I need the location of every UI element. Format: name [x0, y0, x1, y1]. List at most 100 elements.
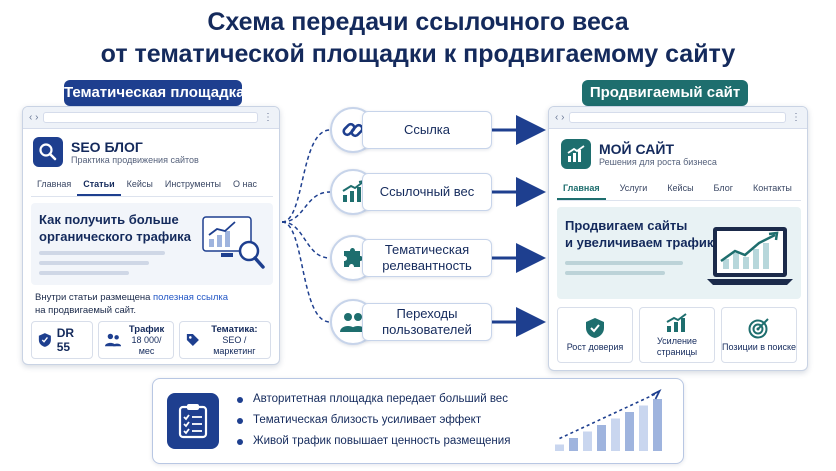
benefit-card-positions: Позиции в поиске [721, 307, 797, 363]
target-hero-title-line-1: Продвигаем сайты [565, 218, 688, 233]
topic-label: Тематика: [211, 323, 258, 335]
trend-bar [555, 444, 564, 451]
laptop-growth-icon [707, 227, 793, 285]
target-benefit-cards: Рост доверия Усиление страницы Позиции в… [557, 307, 797, 363]
shield-icon [586, 318, 604, 338]
trend-bar [639, 405, 648, 451]
checklist-icon [167, 393, 219, 449]
text-placeholder-line [39, 271, 129, 275]
menu-icon: ⋮ [263, 112, 273, 123]
domain-rating-value: DR 55 [56, 326, 75, 354]
browser-bar: ‹ › ⋮ [549, 107, 807, 129]
title-line-2: от тематической площадки к продвигаемому… [100, 40, 736, 68]
benefit-card-trust: Рост доверия [557, 307, 633, 363]
trend-arrow-head [651, 388, 662, 400]
shield-icon [38, 333, 51, 347]
target-site-label: Продвигаемый сайт [582, 80, 748, 106]
target-nav-tabs: Главная Услуги Кейсы Блог Контакты [557, 179, 801, 201]
source-brand-subtitle: Практика продвижения сайтов [71, 154, 199, 165]
target-hero-title: Продвигаем сайты и увеличиваем трафик [565, 217, 713, 251]
growth-trend-graphic [555, 388, 662, 451]
branch-line-4 [281, 221, 331, 323]
text-placeholder-line [565, 261, 683, 265]
trend-bar [653, 399, 662, 451]
text-placeholder-line [39, 261, 149, 265]
topic-card: Тематика:SEO / маркетинг [179, 321, 271, 359]
back-forward-icon: ‹ › [555, 111, 565, 123]
tab-blog[interactable]: Блог [713, 183, 733, 193]
summary-bullet: Живой трафик повышает ценность размещени… [235, 431, 510, 452]
back-forward-icon: ‹ › [29, 111, 39, 123]
tab-home[interactable]: Главная [557, 179, 606, 200]
article-hero: Как получить больше органического трафик… [31, 203, 273, 285]
benefit-card-page-strength: Усиление страницы [639, 307, 715, 363]
target-brand-subtitle: Решения для роста бизнеса [599, 156, 717, 167]
branch-line-1 [281, 129, 331, 223]
branch-line-2 [281, 191, 331, 223]
search-icon [33, 137, 63, 167]
title-line-1: Схема передачи ссылочного веса [207, 8, 629, 36]
target-brand: МОЙ САЙТ Решения для роста бизнеса [561, 139, 717, 169]
users-icon [105, 333, 122, 347]
source-brand: SEO БЛОГ Практика продвижения сайтов [33, 137, 199, 167]
tab-cases[interactable]: Кейсы [126, 179, 153, 189]
tab-about[interactable]: О нас [233, 179, 258, 189]
tab-tools[interactable]: Инструменты [164, 179, 222, 189]
growth-chart-icon [666, 312, 687, 332]
target-hero-title-line-2: и увеличиваем трафик [565, 235, 714, 250]
trend-bar [597, 425, 606, 451]
address-bar [43, 112, 258, 123]
trend-line [559, 392, 658, 440]
tab-services[interactable]: Услуги [619, 183, 648, 193]
tab-articles[interactable]: Статьи [77, 175, 121, 196]
target-hero: Продвигаем сайты и увеличиваем трафик [557, 207, 801, 299]
target-icon [748, 318, 769, 339]
trend-bar [611, 418, 620, 451]
trend-bar [569, 438, 578, 451]
benefit-label: Рост доверия [566, 342, 624, 352]
post-text-end: на продвигаемый сайт. [35, 305, 136, 316]
tag-icon [186, 333, 199, 347]
article-title: Как получить больше органического трафик… [39, 211, 191, 245]
text-placeholder-line [39, 251, 165, 255]
benefit-label: Позиции в поиске [722, 342, 796, 352]
topic-text: Тематика:SEO / маркетинг [205, 324, 264, 357]
article-body-text: Внутри статьи размещена полезная ссылка … [35, 291, 275, 317]
diagram-title: Схема передачи ссылочного веса от темати… [0, 6, 836, 70]
flow-step-relevance: Тематическая релевантность [362, 239, 492, 277]
embedded-link[interactable]: полезная ссылка [153, 292, 229, 303]
summary-bullet: Авторитетная площадка передает больший в… [235, 389, 510, 410]
source-site-window: ‹ › ⋮ SEO БЛОГ Практика продвижения сайт… [22, 106, 280, 365]
text-placeholder-line [565, 271, 665, 275]
tab-cases[interactable]: Кейсы [667, 183, 694, 193]
tab-contacts[interactable]: Контакты [753, 183, 792, 193]
flow-step-link-weight: Ссылочный вес [362, 173, 492, 211]
article-title-line-2: органического трафика [39, 229, 191, 244]
tab-home[interactable]: Главная [37, 179, 72, 189]
branch-line-3 [281, 221, 331, 259]
source-site-label: Тематическая площадка [64, 80, 244, 106]
benefit-label: Усиление страницы [656, 335, 698, 357]
article-title-line-1: Как получить больше [39, 212, 179, 227]
flow-step-link: Ссылка [362, 111, 492, 149]
source-nav-tabs: Главная Статьи Кейсы Инструменты О нас [31, 175, 273, 197]
trend-bar [625, 412, 634, 451]
browser-bar: ‹ › ⋮ [23, 107, 279, 129]
analytics-magnifier-icon [202, 216, 265, 269]
summary-bullets: Авторитетная площадка передает больший в… [235, 389, 510, 452]
summary-box: Авторитетная площадка передает больший в… [152, 378, 684, 464]
menu-icon: ⋮ [791, 112, 801, 123]
target-brand-name: МОЙ САЙТ [599, 140, 674, 157]
topic-value: SEO / маркетинг [213, 334, 256, 356]
address-bar [569, 112, 786, 123]
traffic-label: Трафик [128, 323, 165, 335]
trend-bar [583, 431, 592, 451]
summary-bullet: Тематическая близость усиливает эффект [235, 410, 510, 431]
traffic-value: 18 000/мес [131, 334, 162, 356]
flow-step-user-visits: Переходы пользователей [362, 303, 492, 341]
post-text-start: Внутри статьи размещена [35, 292, 154, 303]
